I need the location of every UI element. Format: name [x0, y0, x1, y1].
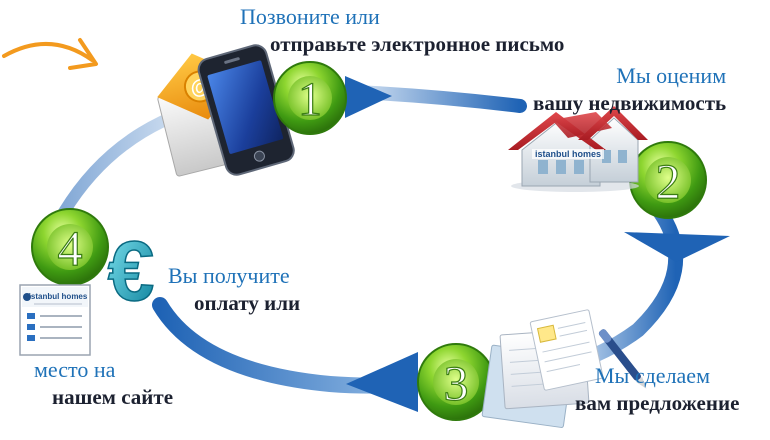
step-badge-1: 1 [273, 61, 347, 135]
house-sign: istanbul homes [535, 149, 601, 159]
website-note-lead: место на [34, 357, 116, 382]
svg-text:2: 2 [656, 153, 681, 209]
step-1-caption: Позвоните или отправьте электронное пись… [240, 3, 564, 57]
decorative-orange-arrow [2, 38, 98, 70]
step-badge-4: 4 [31, 208, 109, 286]
step-1-strong: отправьте электронное письмо [270, 31, 565, 56]
step-2-lead: Мы оценим [616, 63, 727, 88]
step-4-strong: оплату или [194, 290, 301, 315]
house-icon: istanbul homes [508, 106, 648, 192]
step-badge-2: 2 [629, 141, 707, 219]
step-3-lead: Мы сделаем [595, 363, 710, 388]
smartphone-icon [197, 44, 295, 176]
step-badge-3: 3 [417, 343, 495, 421]
flow-arrow-3-to-4 [152, 297, 448, 412]
documents-pen-icon [481, 309, 647, 428]
svg-text:4: 4 [58, 220, 83, 276]
svg-text:€: € [108, 224, 155, 318]
svg-text:1: 1 [298, 73, 322, 126]
step-3-caption: Мы сделаем вам предложение [575, 362, 739, 416]
svg-text:3: 3 [444, 355, 469, 411]
step-3-strong: вам предложение [575, 390, 740, 415]
step-4-lead: Вы получите [168, 263, 290, 288]
step-1-lead: Позвоните или [240, 4, 380, 29]
website-note-strong: нашем сайте [52, 384, 174, 409]
euro-icon: € [107, 223, 155, 319]
website-logo: istanbul homes [29, 292, 88, 301]
step-4-caption: Вы получите оплату или [168, 262, 300, 316]
website-note-caption: место на нашем сайте [34, 356, 173, 410]
flow-arrow-1-to-2 [328, 76, 527, 118]
step-2-strong: вашу недвижимость [533, 90, 727, 115]
website-page-icon: istanbul homes [19, 284, 91, 356]
step-2-caption: Мы оценим вашу недвижимость [533, 62, 726, 116]
